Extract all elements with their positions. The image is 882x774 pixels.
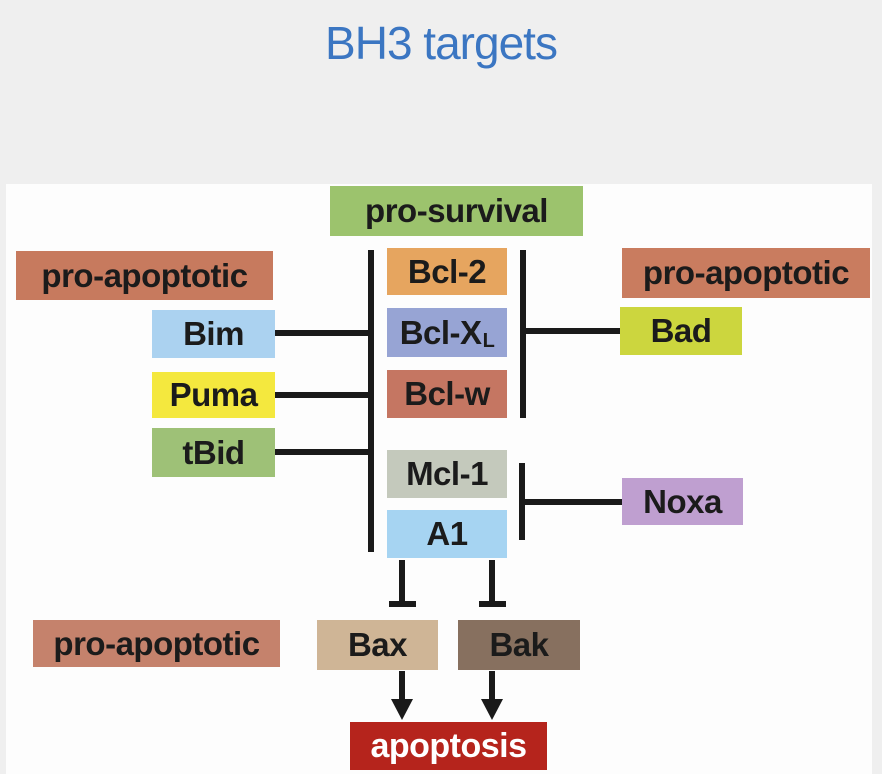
label-pro-apoptotic-left-text: pro-apoptotic <box>41 256 248 294</box>
bim-inhibition-line <box>275 330 368 336</box>
node-puma-text: Puma <box>169 376 258 413</box>
node-bad: Bad <box>620 307 742 355</box>
label-pro-survival-text: pro-survival <box>365 192 548 229</box>
node-puma: Puma <box>152 372 275 418</box>
label-pro-survival: pro-survival <box>330 186 583 236</box>
bad-inhibition-line <box>526 328 620 334</box>
node-bcl-2: Bcl-2 <box>387 248 507 295</box>
bax-tbar-stem <box>399 560 405 604</box>
bak-arrow-shaft <box>489 671 495 701</box>
tbid-inhibition-line <box>275 449 368 455</box>
label-pro-apoptotic-left: pro-apoptotic <box>16 251 273 300</box>
bax-arrow-shaft <box>399 671 405 701</box>
bak-arrowhead-icon <box>481 699 503 720</box>
node-bcl-w-text: Bcl-w <box>404 375 490 412</box>
label-pro-apoptotic-bottom: pro-apoptotic <box>33 620 280 667</box>
inhibition-bar-right-upper <box>520 250 526 418</box>
node-bax-text: Bax <box>347 626 408 663</box>
inhibition-bar-left <box>368 250 374 552</box>
node-noxa: Noxa <box>622 478 743 525</box>
label-pro-apoptotic-right: pro-apoptotic <box>622 248 870 298</box>
node-bad-text: Bad <box>650 312 712 349</box>
node-bak: Bak <box>458 620 580 670</box>
node-bcl-xl-text: Bcl-X <box>399 313 482 351</box>
node-noxa-text: Noxa <box>643 482 722 520</box>
node-a1-text: A1 <box>426 515 468 552</box>
node-bim-text: Bim <box>183 315 244 352</box>
bak-tbar-stem <box>489 560 495 604</box>
node-mcl-1: Mcl-1 <box>387 450 507 498</box>
node-tbid: tBid <box>152 428 275 477</box>
node-bax: Bax <box>317 620 438 670</box>
node-bcl-2-text: Bcl-2 <box>407 252 487 290</box>
label-pro-apoptotic-bottom-text: pro-apoptotic <box>53 624 260 662</box>
node-bcl-w: Bcl-w <box>387 370 507 418</box>
puma-inhibition-line <box>275 392 368 398</box>
page-title: BH3 targets <box>325 17 558 69</box>
node-bcl-xl-subscript: L <box>482 330 495 352</box>
inhibition-bar-right-lower <box>519 463 525 540</box>
bax-arrowhead-icon <box>391 699 413 720</box>
bak-tbar-cap <box>479 601 506 607</box>
node-bak-text: Bak <box>489 626 549 663</box>
noxa-inhibition-line <box>525 499 622 505</box>
node-a1: A1 <box>387 510 507 558</box>
node-tbid-text: tBid <box>182 433 245 471</box>
node-mcl-1-text: Mcl-1 <box>406 455 488 492</box>
label-pro-apoptotic-right-text: pro-apoptotic <box>642 254 850 291</box>
node-apoptosis-text: apoptosis <box>370 726 527 765</box>
node-apoptosis: apoptosis <box>350 722 547 770</box>
node-bim: Bim <box>152 310 275 358</box>
bax-tbar-cap <box>389 601 416 607</box>
